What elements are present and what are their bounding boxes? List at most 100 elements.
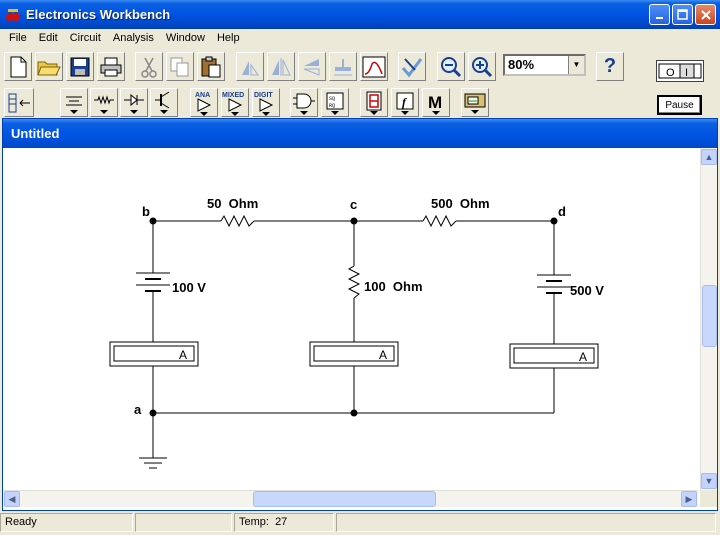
miscellaneous-icon: M bbox=[428, 93, 442, 115]
title-bar[interactable]: Electronics Workbench bbox=[0, 0, 720, 29]
node-label-a: a bbox=[134, 402, 142, 417]
controls-bin-button[interactable]: f bbox=[391, 88, 419, 117]
close-button[interactable] bbox=[695, 4, 716, 25]
svg-text:SQ: SQ bbox=[329, 96, 335, 102]
node-c-junction[interactable] bbox=[350, 217, 358, 225]
horizontal-scrollbar[interactable]: ◀ ▶ bbox=[3, 490, 698, 507]
ground-icon[interactable] bbox=[139, 457, 167, 469]
help-button[interactable]: ? bbox=[596, 52, 624, 81]
resistor-100-label: 100 Ohm bbox=[364, 279, 423, 294]
paste-button[interactable] bbox=[197, 52, 225, 81]
function-block-icon: f bbox=[396, 92, 414, 115]
new-file-icon bbox=[10, 56, 27, 77]
node-d-junction[interactable] bbox=[550, 217, 558, 225]
power-switch[interactable]: O I bbox=[656, 60, 704, 82]
new-button[interactable] bbox=[4, 52, 32, 81]
horizontal-scroll-thumb[interactable] bbox=[253, 491, 436, 507]
circuit-canvas[interactable]: A A bbox=[3, 148, 698, 490]
indicators-bin-button[interactable] bbox=[360, 88, 388, 117]
menu-analysis[interactable]: Analysis bbox=[112, 32, 154, 44]
ammeter-middle[interactable]: A bbox=[309, 341, 399, 367]
minimize-button[interactable] bbox=[649, 4, 670, 25]
sources-ground-icon bbox=[66, 96, 82, 114]
open-button[interactable] bbox=[35, 52, 63, 81]
pause-button[interactable]: Pause bbox=[657, 95, 702, 115]
vertical-scroll-thumb[interactable] bbox=[702, 285, 717, 347]
menu-window[interactable]: Window bbox=[165, 32, 205, 44]
create-subcircuit-button[interactable] bbox=[360, 52, 388, 81]
svg-text:MIXED: MIXED bbox=[222, 92, 244, 99]
analog-ics-bin-button[interactable]: ANA bbox=[190, 88, 218, 117]
save-button[interactable] bbox=[66, 52, 94, 81]
resistor-500-ohm[interactable] bbox=[422, 214, 457, 228]
node-label-b: b bbox=[142, 204, 150, 219]
zoom-in-button[interactable] bbox=[468, 52, 496, 81]
ammeter-right[interactable]: A bbox=[509, 343, 599, 369]
digital-ics-bin-button[interactable]: DIGIT bbox=[252, 88, 280, 117]
component-properties-button[interactable] bbox=[329, 52, 357, 81]
status-temperature: Temp: 27 bbox=[234, 513, 334, 532]
basic-bin-button[interactable] bbox=[90, 88, 118, 117]
transistors-bin-button[interactable] bbox=[150, 88, 178, 117]
svg-text:O: O bbox=[666, 67, 675, 79]
zoom-select[interactable]: 80% ▼ bbox=[503, 54, 586, 76]
zoom-value: 80% bbox=[508, 57, 535, 72]
mixed-ic-icon: MIXED bbox=[222, 92, 244, 116]
node-a-junction[interactable] bbox=[149, 409, 157, 417]
diodes-bin-button[interactable] bbox=[120, 88, 148, 117]
print-button[interactable] bbox=[97, 52, 125, 81]
sources-bin-button[interactable] bbox=[60, 88, 88, 117]
mixed-ics-bin-button[interactable]: MIXED bbox=[221, 88, 249, 117]
menu-bar: File Edit Circuit Analysis Window Help bbox=[0, 29, 720, 47]
probe-check-icon bbox=[401, 57, 423, 77]
node-bottom-junction[interactable] bbox=[350, 409, 358, 417]
zoom-out-button[interactable] bbox=[437, 52, 465, 81]
bode-plot-icon bbox=[362, 56, 386, 77]
chevron-down-icon[interactable]: ▼ bbox=[568, 56, 584, 74]
rotate-button[interactable] bbox=[236, 52, 264, 81]
node-label-c: c bbox=[350, 197, 357, 212]
status-state: Ready bbox=[0, 513, 133, 532]
ammeter-left[interactable]: A bbox=[109, 341, 199, 367]
maximize-button[interactable] bbox=[672, 4, 693, 25]
vertical-scrollbar[interactable]: ▲ ▼ bbox=[700, 148, 717, 490]
digital-ic-icon: DIGIT bbox=[254, 92, 273, 116]
node-b-junction[interactable] bbox=[149, 217, 157, 225]
flip-horizontal-button[interactable] bbox=[267, 52, 295, 81]
scroll-left-icon[interactable]: ◀ bbox=[4, 491, 20, 507]
copy-button[interactable] bbox=[166, 52, 194, 81]
resistor-icon bbox=[94, 94, 114, 114]
scroll-right-icon[interactable]: ▶ bbox=[681, 491, 697, 507]
scroll-down-icon[interactable]: ▼ bbox=[701, 473, 717, 489]
power-toggle-icon: O I bbox=[658, 63, 702, 79]
size-grip[interactable] bbox=[700, 490, 717, 507]
menu-circuit[interactable]: Circuit bbox=[69, 32, 101, 44]
resistor-50-ohm[interactable] bbox=[220, 214, 255, 228]
logic-gates-bin-button[interactable] bbox=[290, 88, 318, 117]
cut-button[interactable] bbox=[135, 52, 163, 81]
printer-icon bbox=[100, 57, 122, 76]
menu-edit[interactable]: Edit bbox=[38, 32, 58, 44]
instruments-bin-button[interactable] bbox=[461, 88, 489, 117]
favorites-bin-button[interactable] bbox=[4, 88, 34, 117]
resistor-100-ohm[interactable] bbox=[347, 265, 361, 299]
battery-500-v[interactable] bbox=[537, 274, 571, 294]
status-blank bbox=[135, 513, 232, 532]
scissors-icon bbox=[141, 57, 157, 78]
menu-file[interactable]: File bbox=[9, 32, 27, 44]
menu-help[interactable]: Help bbox=[216, 32, 240, 44]
graph-button[interactable] bbox=[398, 52, 426, 81]
instruments-icon bbox=[464, 93, 486, 114]
diode-icon bbox=[124, 93, 144, 114]
circuit-schematic: A A bbox=[109, 196, 604, 469]
scroll-up-icon[interactable]: ▲ bbox=[701, 149, 717, 165]
miscellaneous-bin-button[interactable]: M bbox=[422, 88, 450, 117]
battery-100-v[interactable] bbox=[136, 272, 170, 292]
svg-text:f: f bbox=[402, 95, 407, 109]
status-bar: Ready Temp: 27 bbox=[0, 513, 720, 535]
window-title: Electronics Workbench bbox=[26, 7, 171, 22]
circuit-window-title[interactable]: Untitled bbox=[3, 119, 717, 148]
flip-vertical-button[interactable] bbox=[298, 52, 326, 81]
